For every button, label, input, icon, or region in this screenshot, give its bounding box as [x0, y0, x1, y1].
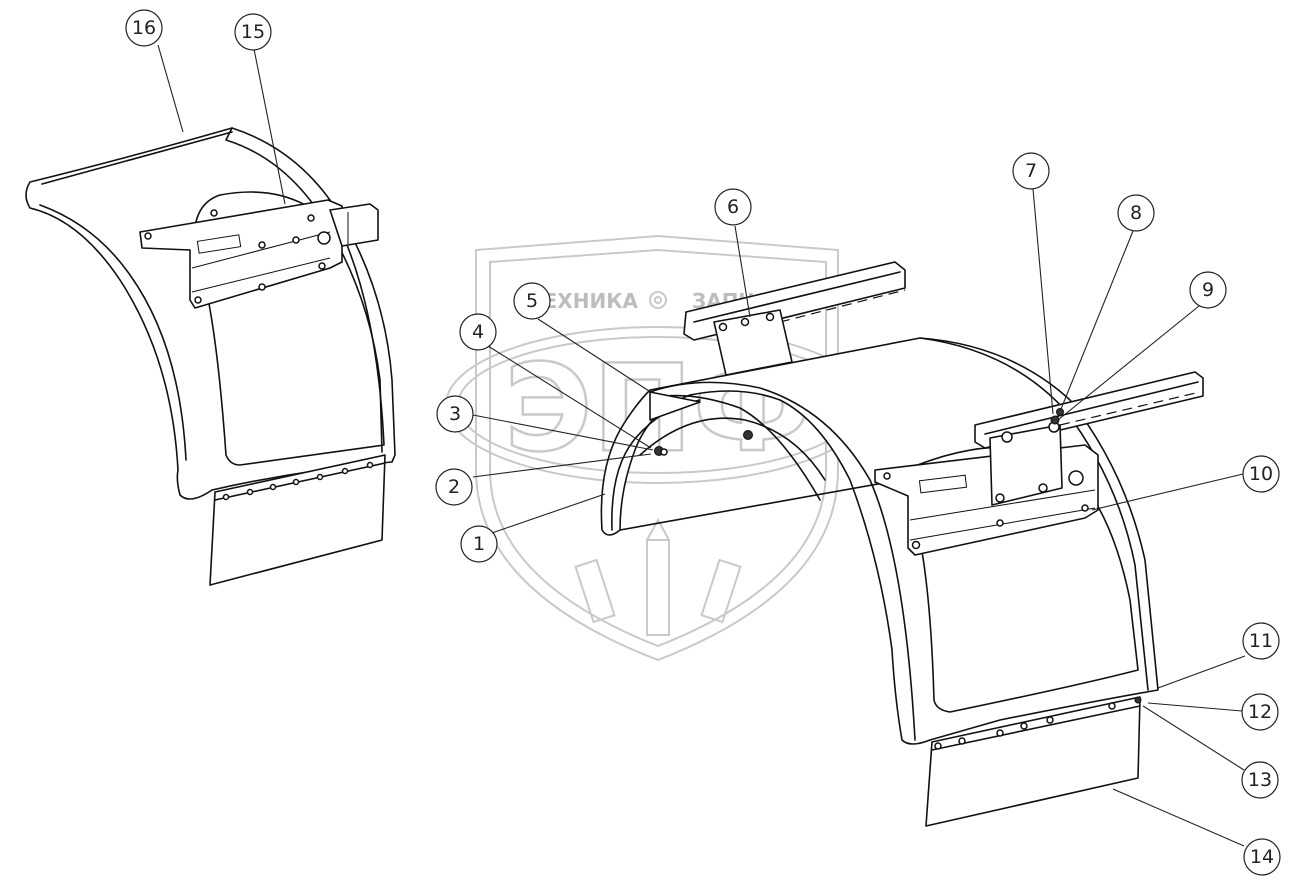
callout-4: 4: [459, 313, 497, 351]
callout-5: 5: [513, 282, 551, 320]
washer-2: [660, 448, 668, 456]
svg-text:9: 9: [1202, 279, 1214, 301]
callout-16: 16: [125, 9, 163, 47]
callout-7: 7: [1012, 152, 1050, 190]
bolt-7: [1050, 415, 1060, 425]
watermark-shield-inner: [489, 248, 827, 648]
svg-text:6: 6: [727, 196, 739, 218]
svg-text:7: 7: [1025, 160, 1037, 182]
svg-text:11: 11: [1249, 630, 1273, 652]
svg-text:12: 12: [1248, 701, 1272, 723]
callout-9: 9: [1189, 271, 1227, 309]
leader-lines: [157, 44, 1246, 847]
svg-text:3: 3: [449, 403, 461, 425]
callout-3: 3: [436, 395, 474, 433]
left-fender: [25, 127, 396, 586]
svg-text:1: 1: [473, 533, 485, 555]
right-frame-beam: [974, 371, 1204, 449]
nut-8: [1056, 408, 1064, 416]
svg-text:4: 4: [472, 321, 484, 343]
callout-13: 13: [1241, 761, 1279, 799]
svg-text:15: 15: [241, 21, 265, 43]
callout-11: 11: [1242, 622, 1280, 660]
svg-text:8: 8: [1130, 202, 1142, 224]
callout-6: 6: [714, 188, 752, 226]
svg-text:16: 16: [132, 17, 156, 39]
bolt-12: [1134, 696, 1142, 704]
left-frame-tube: [329, 203, 379, 247]
wheat-icon: [574, 517, 742, 636]
right-mud-flap: [925, 696, 1142, 827]
callout-15: 15: [234, 13, 272, 51]
svg-text:10: 10: [1249, 463, 1273, 485]
bolt-arch-right: [743, 430, 753, 440]
callout-10: 10: [1242, 455, 1280, 493]
right-fender: [600, 337, 1159, 745]
callout-8: 8: [1117, 194, 1155, 232]
left-mud-flap: [209, 454, 386, 586]
svg-text:5: 5: [526, 290, 538, 312]
svg-text:14: 14: [1250, 846, 1274, 868]
callout-1: 1: [460, 525, 498, 563]
svg-text:13: 13: [1248, 769, 1272, 791]
gear-icon: [649, 291, 667, 309]
callout-12: 12: [1241, 693, 1279, 731]
callout-14: 14: [1243, 838, 1281, 876]
callout-2: 2: [435, 468, 473, 506]
svg-text:2: 2: [448, 476, 460, 498]
